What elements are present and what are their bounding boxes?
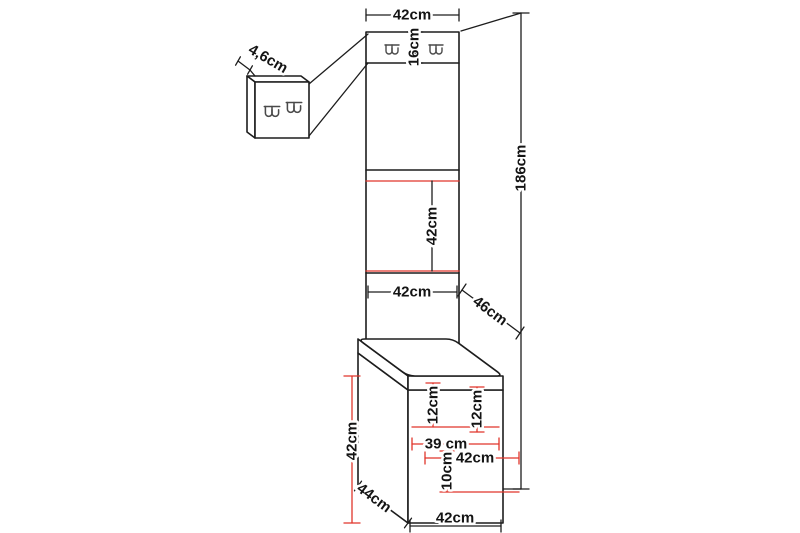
bench — [357, 338, 504, 524]
dim-top-width: 42cm — [365, 4, 460, 26]
dim-bench-height: 42cm — [341, 375, 363, 524]
dim-plinth-height: 10cm — [436, 449, 520, 493]
dim-seat-width: 42cm — [424, 447, 520, 469]
detail-leader-line — [308, 62, 369, 137]
hook-panel-detail — [246, 33, 369, 139]
dim-label-seat-cushion-height: 12cm — [425, 386, 442, 424]
dim-label-plinth-height: 10cm — [439, 452, 456, 490]
dim-hook-panel-thickness: 4,6cm — [234, 39, 293, 79]
detail-leader-line — [308, 33, 369, 85]
dim-extension-line — [460, 12, 522, 32]
dim-tick — [353, 480, 363, 492]
dim-seat-cushion-height: 12cm — [411, 382, 500, 428]
dim-tick — [515, 326, 525, 340]
dim-hook-strip-height: 16cm — [403, 25, 425, 68]
bench-front-face — [407, 389, 504, 524]
dim-tick — [234, 56, 242, 66]
dim-panel-section-height: 42cm — [365, 180, 460, 272]
dim-leader — [249, 69, 256, 77]
dim-panel-width: 42cm — [367, 281, 458, 303]
dim-label-bench-width: 42cm — [436, 510, 474, 527]
dim-label-hook-strip-height: 16cm — [406, 28, 423, 66]
cushion-front-face — [407, 375, 504, 391]
hook-panel-side-face — [246, 75, 256, 139]
dim-upper-depth: 46cm — [457, 283, 525, 340]
dim-tick — [457, 283, 467, 297]
hook-panel-top-face — [246, 75, 310, 83]
dim-label-panel-section-height: 42cm — [424, 207, 441, 245]
dim-label-inner-width: 39 cm — [425, 436, 468, 453]
cushion-top-face — [360, 338, 501, 377]
dim-seat-inner-height: 12cm — [466, 386, 488, 433]
dim-label-seat-inner-height: 12cm — [469, 390, 486, 428]
dim-label-panel-width: 42cm — [393, 284, 431, 301]
dim-line — [237, 60, 251, 71]
dim-label-top-width: 42cm — [393, 7, 431, 24]
dim-inner-width: 39 cm — [411, 433, 500, 455]
dim-total-height: 186cm — [460, 12, 532, 490]
dim-bench-width: 42cm — [409, 507, 502, 533]
dim-label-total-height: 186cm — [513, 145, 530, 192]
dim-label-seat-width: 42cm — [456, 450, 494, 467]
dim-line — [461, 289, 521, 334]
dim-label-bench-height: 42cm — [344, 422, 361, 460]
dim-label-upper-depth: 46cm — [470, 293, 511, 329]
